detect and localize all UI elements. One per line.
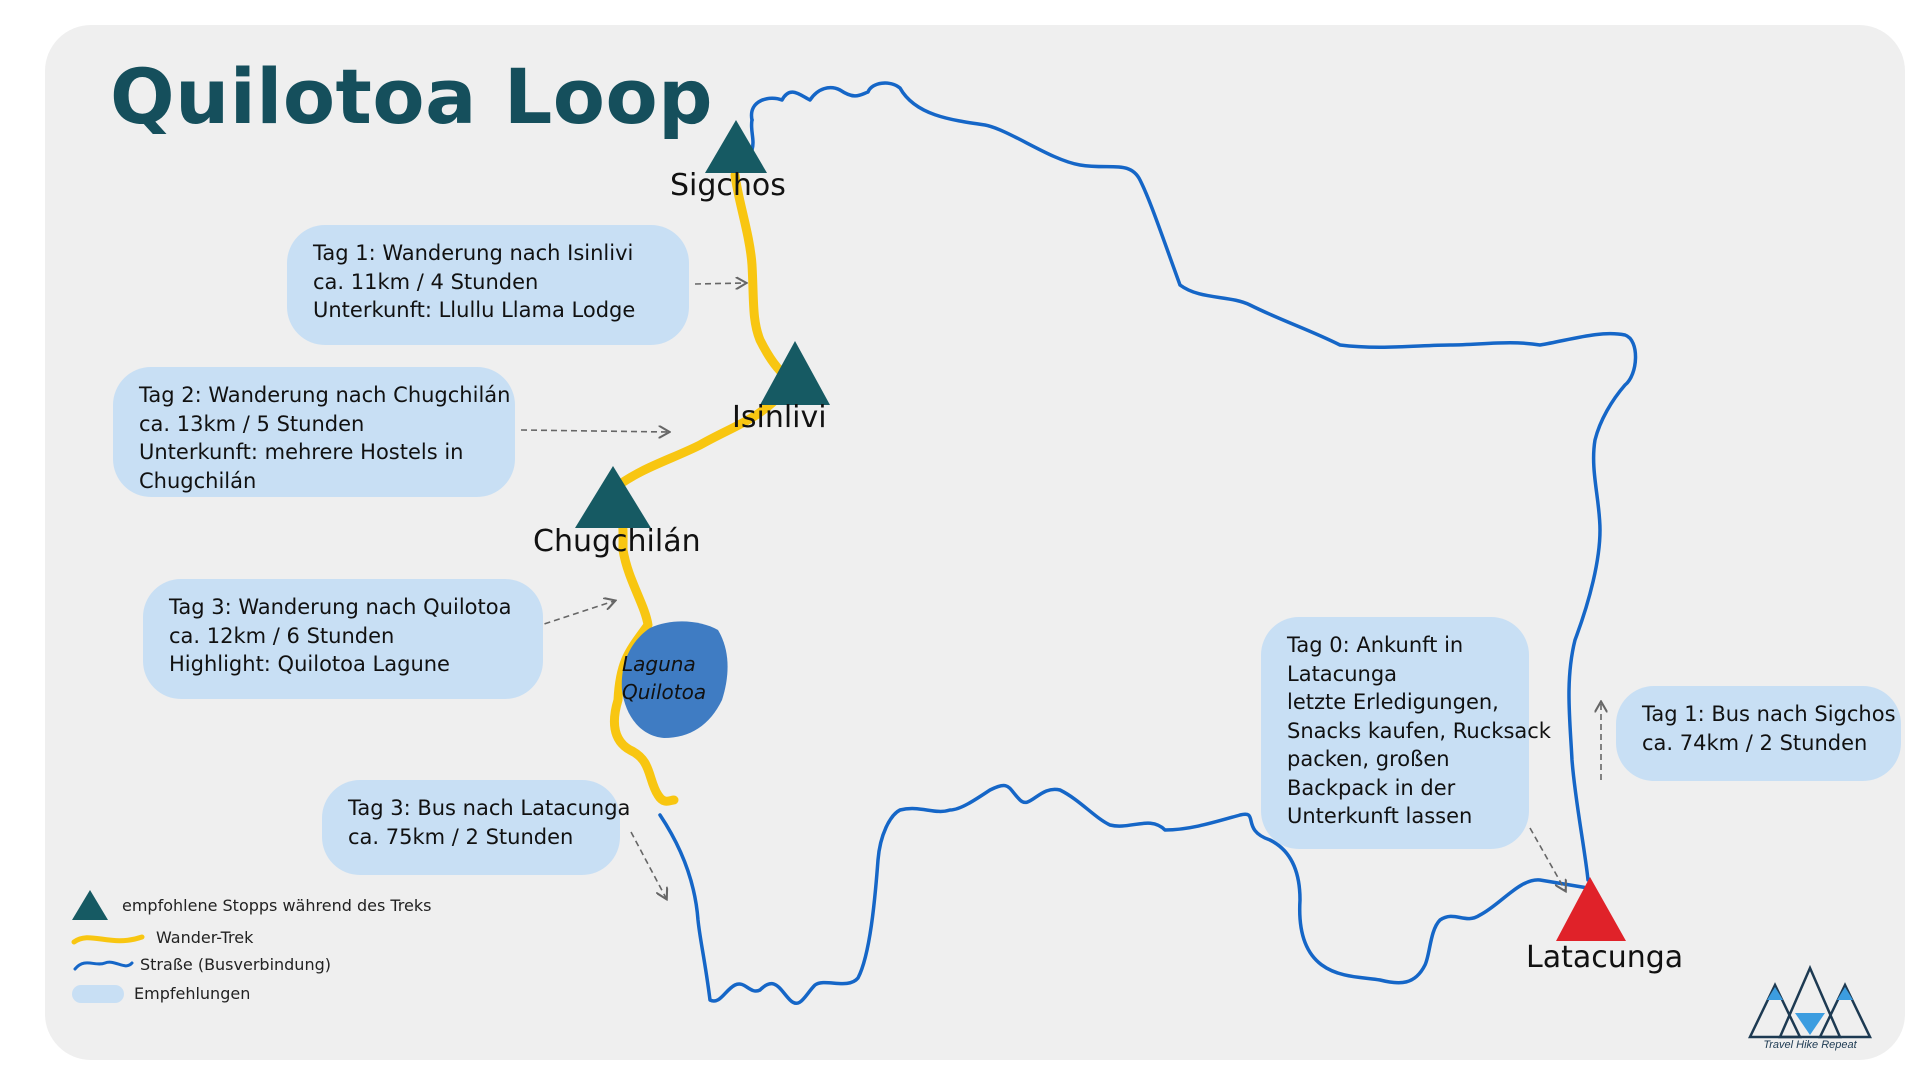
- legend-trek: Wander-Trek: [70, 922, 253, 952]
- bubble-line: Tag 3: Bus nach Latacunga: [348, 796, 631, 820]
- bubble-line: Highlight: Quilotoa Lagune: [169, 652, 450, 676]
- bubble-day0: Tag 0: Ankunft in Latacunga letzte Erled…: [1261, 617, 1551, 849]
- travel-hike-repeat-logo: Travel Hike Repeat: [1745, 964, 1875, 1055]
- laguna-quilotoa-lake: [621, 621, 728, 738]
- chugchilan-stop-marker: [575, 466, 651, 528]
- bubble-line: Tag 0: Ankunft in: [1287, 633, 1464, 657]
- bubble-line: ca. 11km / 4 Stunden: [313, 269, 539, 294]
- latacunga-start-marker: [1556, 877, 1626, 941]
- place-label-chugchilan: Chugchilán: [533, 524, 701, 559]
- bubble-line: packen, großen: [1287, 747, 1450, 771]
- place-label-isinlivi: Isinlivi: [732, 400, 827, 435]
- lake-label-line1: Laguna: [622, 652, 696, 676]
- bubble-line: Chugchilán: [139, 468, 257, 493]
- legend-road: Straße (Busverbindung): [70, 949, 331, 979]
- bubble-line: Unterkunft lassen: [1287, 804, 1473, 828]
- place-label-sigchos: Sigchos: [670, 168, 786, 203]
- bubble-line: Backpack in der: [1287, 775, 1456, 800]
- bubble-line: ca. 12km / 6 Stunden: [169, 623, 395, 648]
- bus-road-line: [749, 81, 1638, 882]
- bubble-line: Tag 2: Wanderung nach Chugchilán: [139, 383, 511, 407]
- bus-road-line: [658, 783, 1590, 1005]
- legend-label: Empfehlungen: [134, 983, 251, 1003]
- bubble-day1-trek: Tag 1: Wanderung nach Isinlivi ca. 11km …: [287, 225, 689, 345]
- bubble-day3-bus: Tag 3: Bus nach Latacunga ca. 75km / 2 S…: [322, 780, 631, 875]
- legend-label: Straße (Busverbindung): [140, 954, 331, 974]
- lake-label: Laguna Quilotoa: [622, 650, 706, 706]
- bubble-line: Unterkunft: mehrere Hostels in: [139, 440, 464, 464]
- pointer-arrow: [520, 430, 668, 432]
- pointer-arrow: [694, 283, 745, 284]
- bubble-day2-trek: Tag 2: Wanderung nach Chugchilán ca. 13k…: [113, 367, 515, 497]
- bubble-line: ca. 75km / 2 Stunden: [348, 824, 574, 849]
- lake-label-line2: Quilotoa: [622, 680, 707, 704]
- logo-text: Travel Hike Repeat: [1763, 1039, 1857, 1051]
- bubble-line: ca. 74km / 2 Stunden: [1642, 730, 1868, 755]
- bubble-line: Tag 3: Wanderung nach Quilotoa: [169, 595, 512, 619]
- isinlivi-stop-marker: [760, 341, 830, 405]
- legend-triangle-icon: [70, 890, 140, 920]
- bubble-day3-trek: Tag 3: Wanderung nach Quilotoa ca. 12km …: [143, 579, 543, 699]
- bubble-line: Tag 1: Wanderung nach Isinlivi: [313, 241, 634, 265]
- bubble-line: Latacunga: [1287, 661, 1398, 686]
- bubble-line: Tag 1: Bus nach Sigchos: [1642, 702, 1896, 726]
- legend-recommendations: Empfehlungen: [70, 978, 250, 1008]
- map-title: Quilotoa Loop: [110, 52, 714, 141]
- legend-bubble-icon: [70, 978, 140, 1008]
- pointer-arrow: [1529, 827, 1565, 890]
- legend-road-line-icon: [70, 949, 140, 979]
- sigchos-stop-marker: [705, 120, 767, 173]
- bubble-line: ca. 13km / 5 Stunden: [139, 411, 365, 436]
- legend-trek-line-icon: [70, 922, 145, 952]
- mountains-logo-icon: [1748, 964, 1872, 1039]
- bubble-line: Unterkunft: Llullu Llama Lodge: [313, 298, 636, 322]
- pointer-arrow: [534, 601, 614, 628]
- legend-stops: empfohlene Stopps während des Treks: [70, 890, 431, 920]
- legend-label: empfohlene Stopps während des Treks: [122, 895, 432, 915]
- bubble-line: letzte Erledigungen,: [1287, 690, 1499, 714]
- legend-label: Wander-Trek: [156, 927, 254, 947]
- bubble-line: Snacks kaufen, Rucksack: [1287, 718, 1551, 743]
- bubble-day1-bus: Tag 1: Bus nach Sigchos ca. 74km / 2 Stu…: [1616, 686, 1901, 781]
- place-label-latacunga: Latacunga: [1526, 940, 1684, 975]
- pointer-arrow: [630, 831, 666, 898]
